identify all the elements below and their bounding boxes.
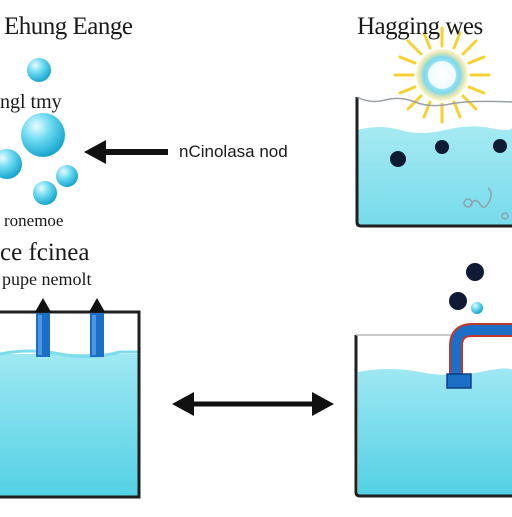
container-water <box>358 368 512 495</box>
beaker-water <box>357 126 512 226</box>
bubble <box>471 302 483 314</box>
right-container <box>354 323 512 498</box>
particle <box>449 292 467 310</box>
falling-particles <box>449 263 484 314</box>
particle <box>493 139 507 153</box>
faucet-icon <box>446 323 512 389</box>
left-line-1: ronemoe <box>4 211 64 230</box>
left-line-3: pupe nemolt <box>2 269 92 289</box>
bubble <box>0 149 22 179</box>
bubble <box>33 181 57 205</box>
particle <box>466 263 484 281</box>
arrow-left-icon <box>84 140 168 164</box>
top-left-title: Ehung Eange <box>4 13 133 40</box>
left-container <box>0 298 141 499</box>
middle-label: nCinolasa nod <box>179 142 288 161</box>
arrow-up-icon <box>35 298 51 312</box>
bubble <box>27 58 51 82</box>
particle <box>390 151 406 167</box>
double-arrow-icon <box>172 392 334 416</box>
left-line-2: ce fcinea <box>0 239 90 266</box>
container-water <box>0 354 139 497</box>
bubble <box>21 113 65 157</box>
bubbles-group <box>0 58 78 205</box>
sun-icon <box>393 26 491 124</box>
sub-left-label: ngl tmy <box>0 91 62 113</box>
particle <box>435 140 449 154</box>
heated-beaker <box>355 26 512 228</box>
top-right-title: Hagging wes <box>357 13 483 40</box>
arrow-up-icon <box>89 298 105 312</box>
bubble <box>56 165 78 187</box>
pipe-icon <box>36 313 104 357</box>
